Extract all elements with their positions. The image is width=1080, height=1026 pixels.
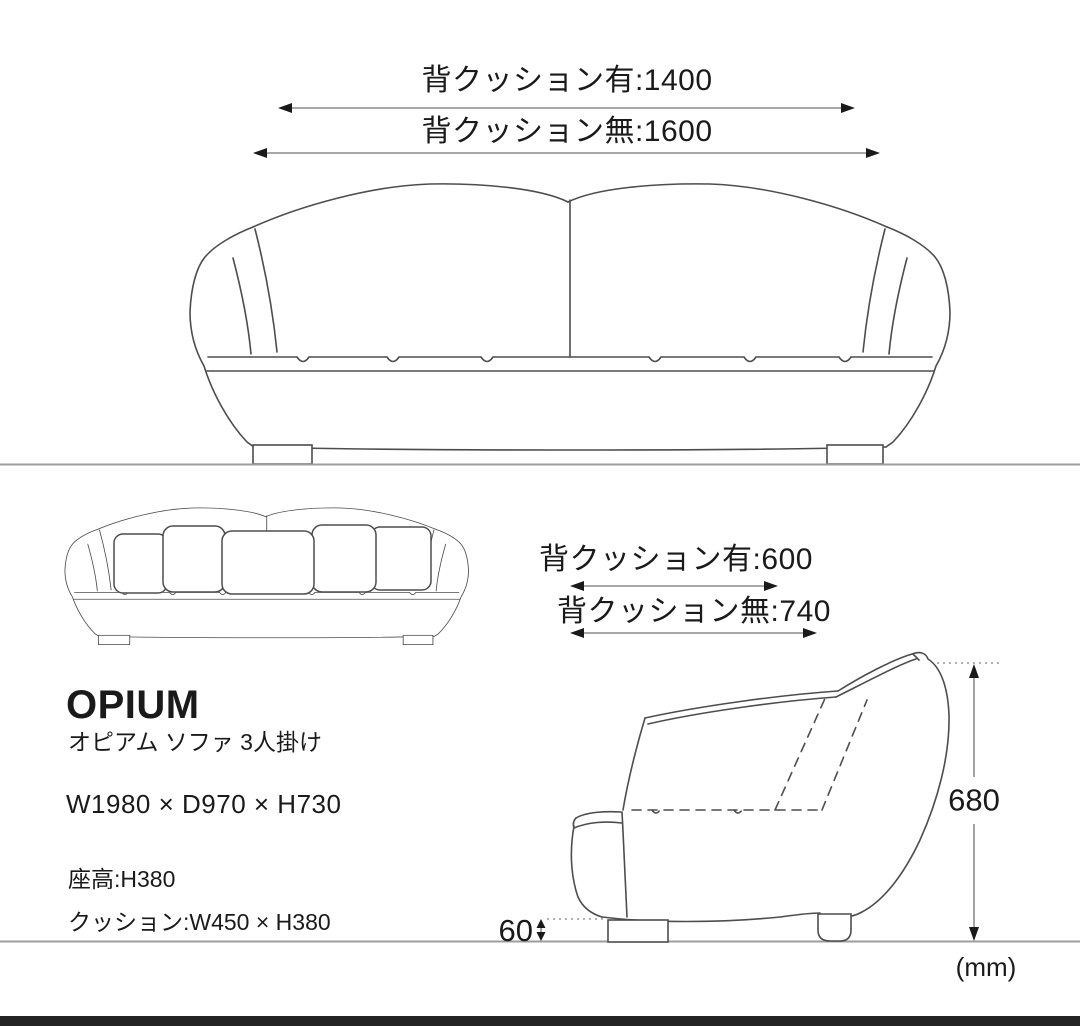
side-top-rail [644, 690, 839, 719]
label-width-without-cushion: 背クッション無:1600 [421, 115, 713, 148]
label-total-height: 680 [948, 782, 1000, 818]
depth-dimension-arrow-600 [570, 581, 778, 591]
side-front-foot [607, 919, 669, 943]
seat-height-spec: 座高:H380 [68, 866, 176, 892]
pillow-4 [311, 524, 377, 593]
pillow-5 [370, 526, 432, 591]
side-back-front-edge [622, 717, 646, 811]
front-view-sofa [189, 183, 951, 465]
side-front-arm [570, 810, 628, 918]
pillow-1 [113, 533, 168, 594]
sofa-base [252, 444, 887, 465]
side-headrest-inner [835, 658, 917, 698]
back-pillows [113, 524, 432, 595]
side-rear-foot [817, 913, 852, 942]
side-hidden-seat-dashed [631, 693, 868, 814]
sofa-back-cushions [252, 183, 888, 358]
label-leg-height: 60 [498, 913, 533, 948]
sofa-left-foot [252, 444, 313, 465]
side-back-outer [837, 651, 950, 918]
leg-height-dimension-60 [536, 918, 607, 941]
depth-dimension-arrow-740 [570, 628, 817, 638]
sofa-left-arm [189, 226, 278, 448]
sofa-seat-rail [205, 356, 935, 372]
cushion-size-spec: クッション:W450 × H380 [68, 909, 331, 935]
footer-bar [0, 1016, 1080, 1026]
label-depth-with-cushion: 背クッション有:600 [539, 543, 813, 576]
side-headrest-seam [912, 653, 920, 661]
unit-note: (mm) [955, 952, 1017, 982]
product-subtitle: オピアム ソファ 3人掛け [68, 729, 322, 755]
width-dimension-arrow-1400 [278, 103, 855, 113]
height-dimension-680 [937, 662, 1002, 941]
overall-dimensions: W1980 × D970 × H730 [66, 789, 342, 819]
pillow-3-center [221, 530, 315, 595]
label-depth-without-cushion: 背クッション無:740 [557, 595, 831, 628]
product-name: OPIUM [66, 683, 200, 727]
side-view-sofa [570, 651, 950, 943]
width-dimension-arrow-1600 [253, 148, 880, 158]
sofa-right-foot [826, 444, 884, 465]
small-front-view-sofa [64, 507, 469, 646]
label-width-with-cushion: 背クッション有:1400 [421, 64, 713, 97]
sofa-right-arm [862, 226, 951, 448]
pillow-2 [162, 525, 226, 593]
